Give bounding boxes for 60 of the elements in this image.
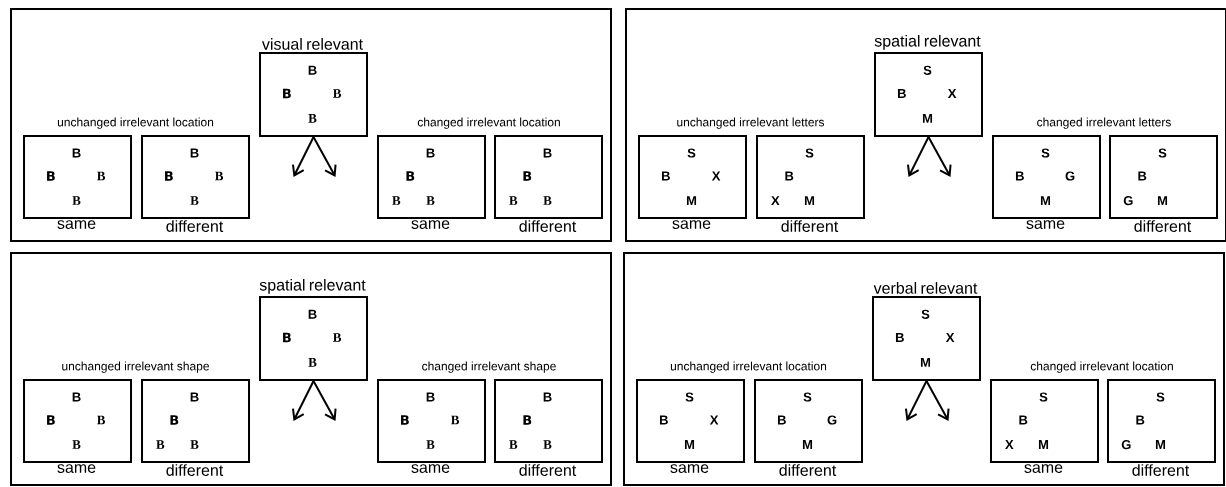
stimulus-box: B B B B bbox=[141, 135, 250, 219]
box-caption: different bbox=[1132, 464, 1190, 476]
stimulus-box: B B B B bbox=[23, 135, 132, 219]
box-caption: different bbox=[779, 464, 837, 476]
stimulus-box: S B X M bbox=[636, 379, 745, 463]
node-label: spatial relevant bbox=[874, 34, 981, 50]
panel-frame bbox=[10, 252, 612, 486]
box-caption: same bbox=[411, 464, 450, 473]
stimulus-box: S B G M bbox=[992, 135, 1101, 219]
arrow bbox=[927, 136, 952, 177]
group-heading: changed irrelevant shape bbox=[422, 361, 556, 373]
panel-frame bbox=[625, 8, 1226, 242]
stimulus-box: spatial relevant S B X M bbox=[874, 34, 983, 137]
stimulus-box: S B G M bbox=[1109, 135, 1218, 219]
arrow bbox=[292, 136, 315, 177]
box-caption: same bbox=[1024, 464, 1063, 473]
stimulus-box: B B B B bbox=[23, 379, 132, 463]
stimulus-box: B B B B bbox=[377, 379, 486, 463]
box-caption: same bbox=[57, 220, 96, 229]
stimulus-box: S B G M bbox=[754, 379, 863, 463]
stimulus-box: S B X M bbox=[756, 135, 865, 219]
arrow bbox=[925, 380, 950, 421]
stimulus-box: S B X M bbox=[990, 379, 1099, 463]
stimulus-box: verbal relevant S B X M bbox=[872, 282, 981, 381]
group-heading: unchanged irrelevant shape bbox=[62, 361, 209, 373]
stimulus-box: visual relevant B B B B bbox=[259, 38, 368, 137]
box-caption: same bbox=[670, 464, 709, 473]
group-heading: changed irrelevant location bbox=[1030, 361, 1173, 373]
box-caption: different bbox=[519, 464, 577, 476]
stimulus-box: B B B B bbox=[377, 135, 486, 219]
panel-frame bbox=[10, 8, 612, 242]
group-heading: unchanged irrelevant letters bbox=[677, 117, 825, 129]
box-caption: same bbox=[672, 220, 711, 229]
panel-frame bbox=[623, 252, 1225, 486]
box-caption: same bbox=[1026, 220, 1065, 229]
box-caption: different bbox=[1134, 220, 1192, 232]
box-caption: different bbox=[519, 220, 577, 232]
node-label: visual relevant bbox=[261, 38, 363, 50]
box-caption: different bbox=[781, 220, 839, 232]
node-label: verbal relevant bbox=[873, 282, 978, 294]
group-heading: unchanged irrelevant location bbox=[670, 361, 827, 373]
arrow bbox=[312, 380, 337, 421]
arrow bbox=[906, 136, 930, 177]
box-caption: different bbox=[166, 464, 224, 476]
arrow bbox=[292, 380, 315, 421]
group-heading: unchanged irrelevant location bbox=[57, 117, 214, 129]
node-label: spatial relevant bbox=[259, 278, 366, 294]
box-caption: different bbox=[166, 220, 224, 232]
stimulus-box: B B B B bbox=[494, 135, 603, 219]
stimulus-box: S B G M bbox=[1107, 379, 1216, 463]
stimulus-box: S B X M bbox=[638, 135, 747, 219]
group-heading: changed irrelevant location bbox=[417, 117, 560, 129]
arrow bbox=[312, 136, 337, 177]
box-caption: same bbox=[411, 220, 450, 229]
stimulus-box: spatial relevant B B B B bbox=[259, 278, 368, 381]
group-heading: changed irrelevant letters bbox=[1037, 117, 1171, 129]
stimulus-box: B B B B bbox=[141, 379, 250, 463]
stimulus-box: B B B B bbox=[494, 379, 603, 463]
box-caption: same bbox=[57, 464, 96, 473]
arrow bbox=[904, 380, 928, 421]
